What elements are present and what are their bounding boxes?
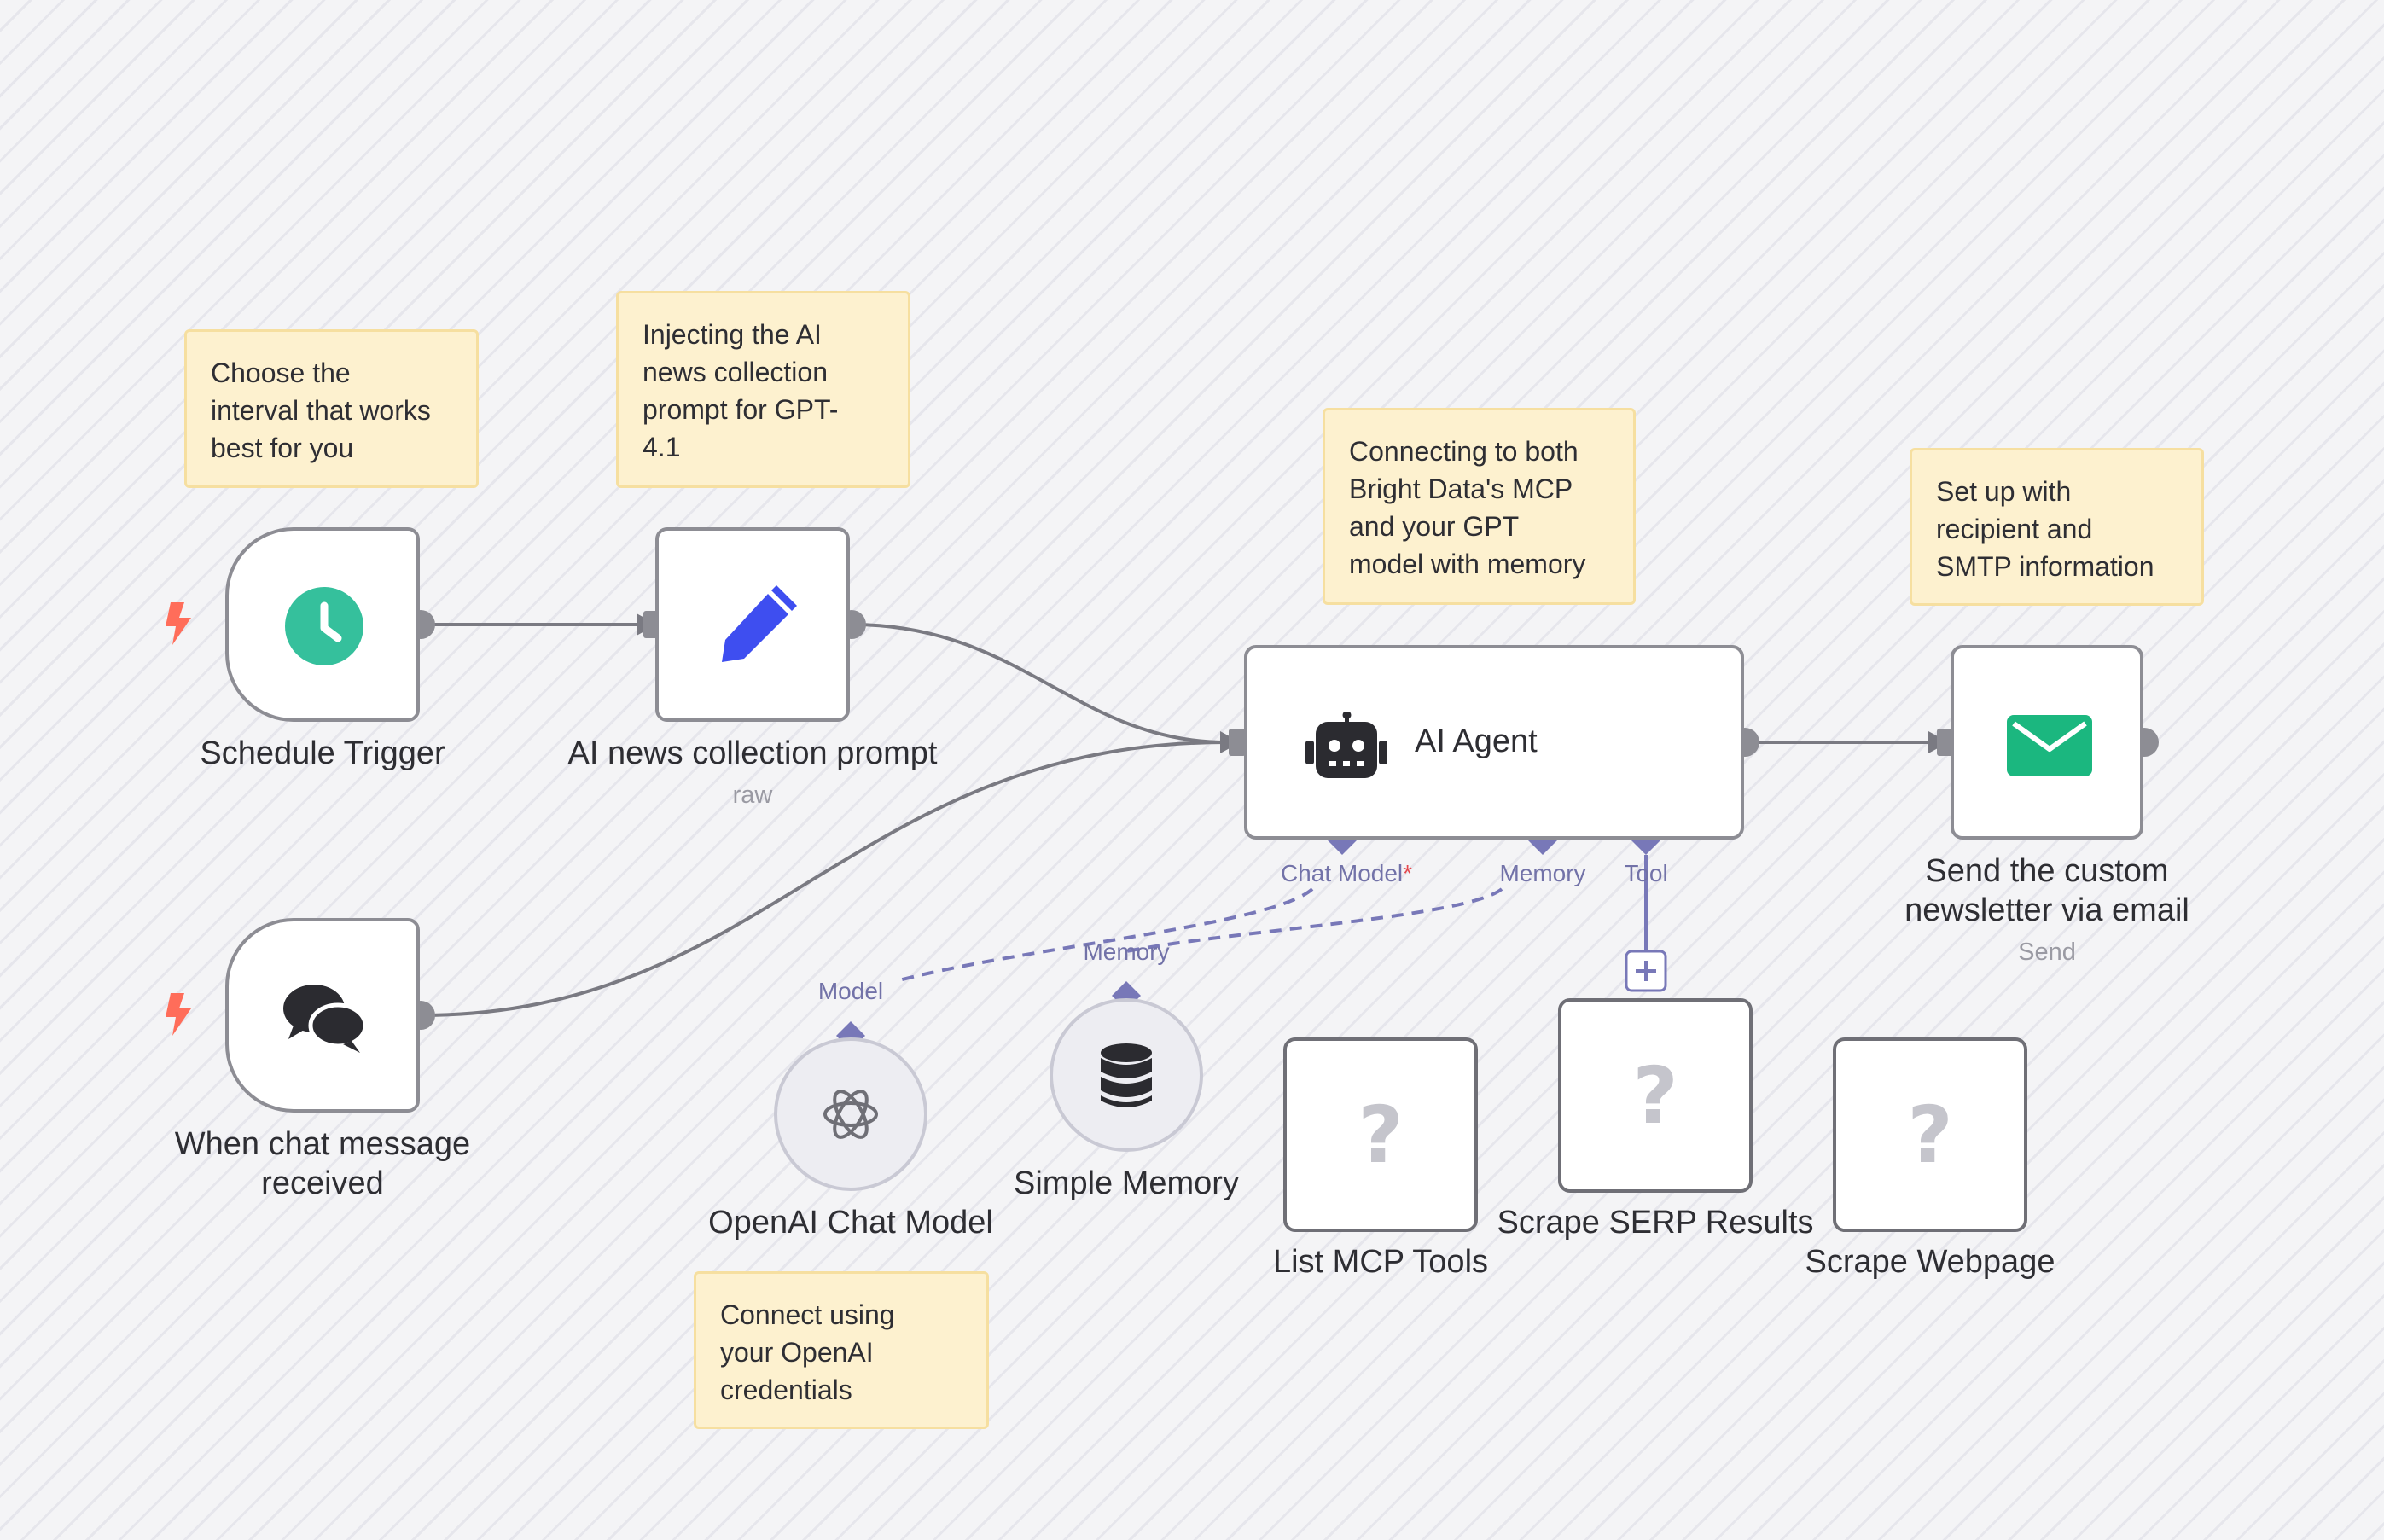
port-label-chat-model: Chat Model* (1280, 860, 1413, 886)
node-label-simple-memory: Simple Memory (1014, 1165, 1239, 1201)
node-title-ai-agent: AI Agent (1415, 724, 1538, 759)
node-label-send-email: Send the custom newsletter via email (1904, 853, 2189, 928)
node-label-schedule-trigger: Schedule Trigger (200, 735, 445, 771)
port-label-memory: Memory (1499, 860, 1586, 886)
connection-chat-to-agent[interactable] (420, 741, 1228, 1017)
node-label-chat-trigger: When chat message received (174, 1126, 471, 1201)
openai-icon (823, 1090, 878, 1139)
question-icon: ? (1358, 1089, 1404, 1181)
node-ai-news-prompt[interactable] (655, 527, 850, 722)
database-icon (1101, 1043, 1152, 1107)
port-label-memory-in: Memory (1083, 939, 1170, 965)
node-subtitle-ai-news-prompt: raw (732, 782, 773, 809)
node-label-openai-chat-model: OpenAI Chat Model (708, 1205, 993, 1241)
node-label-scrape-serp-results: Scrape SERP Results (1497, 1205, 1814, 1241)
sticky-note-agent[interactable]: Connecting to both Bright Data's MCP and… (1323, 408, 1636, 605)
sticky-note-prompt[interactable]: Injecting the AI news collection prompt … (616, 291, 910, 488)
trigger-bolt-icon (166, 602, 191, 645)
chat-bubbles-icon (283, 985, 367, 1053)
node-chat-trigger[interactable] (225, 918, 420, 1113)
port-label-model: Model (817, 978, 884, 1004)
sticky-note-openai[interactable]: Connect using your OpenAI credentials (694, 1271, 989, 1429)
envelope-icon (2007, 715, 2092, 776)
port-label-tool: Tool (1624, 860, 1668, 886)
connection-prompt-to-agent[interactable] (851, 623, 1228, 744)
question-icon: ? (1907, 1089, 1953, 1181)
node-send-email[interactable] (1951, 645, 2143, 840)
question-icon: ? (1632, 1049, 1678, 1142)
node-ai-agent[interactable]: AI Agent (1244, 645, 1744, 840)
node-simple-memory[interactable] (1050, 998, 1203, 1152)
node-label-list-mcp-tools: List MCP Tools (1272, 1244, 1489, 1280)
node-scrape-webpage[interactable]: ? (1833, 1037, 2027, 1232)
sticky-note-email[interactable]: Set up with recipient and SMTP informati… (1910, 448, 2204, 606)
node-scrape-serp-results[interactable]: ? (1558, 998, 1753, 1193)
pencil-icon (722, 585, 797, 662)
clock-icon (285, 587, 363, 665)
node-label-ai-news-prompt: AI news collection prompt (567, 735, 938, 771)
node-subtitle-send-email: Send (2018, 939, 2076, 966)
connection-memory[interactable] (1125, 887, 1503, 953)
node-schedule-trigger[interactable] (225, 527, 420, 722)
add-tool-button[interactable] (1625, 950, 1667, 992)
robot-icon (1305, 712, 1387, 778)
trigger-bolt-icon (166, 993, 191, 1036)
node-list-mcp-tools[interactable]: ? (1283, 1037, 1478, 1232)
sticky-note-schedule[interactable]: Choose the interval that works best for … (184, 329, 479, 488)
connection-chat-model[interactable] (895, 887, 1314, 983)
node-openai-chat-model[interactable] (774, 1037, 927, 1191)
node-label-scrape-webpage: Scrape Webpage (1805, 1244, 2055, 1280)
